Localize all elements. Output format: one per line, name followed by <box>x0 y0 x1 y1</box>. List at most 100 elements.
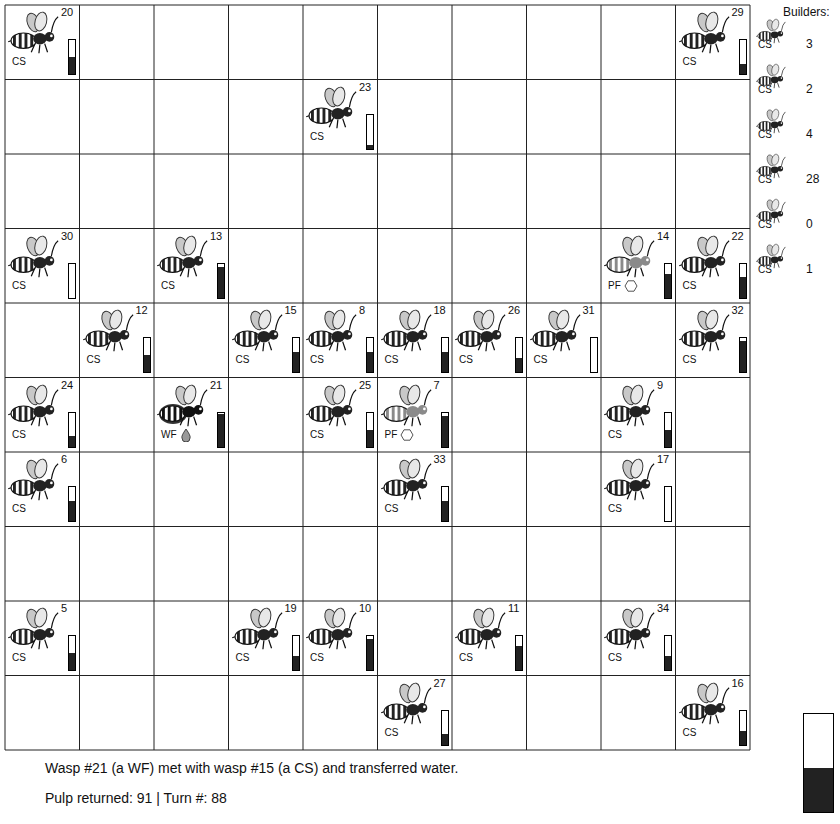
wasp-cell: 5CS <box>6 602 79 675</box>
wasp-icon <box>604 606 662 654</box>
wasp-number: 12 <box>136 305 148 316</box>
status-line: Pulp returned: 91 | Turn #: 88 <box>45 791 227 805</box>
wasp-icon <box>232 606 290 654</box>
wasp-cell: 18CS <box>379 304 452 377</box>
load-gauge <box>68 635 76 671</box>
wasp-number: 25 <box>359 380 371 391</box>
event-message: Wasp #21 (a WF) met with wasp #15 (a CS)… <box>45 761 458 775</box>
wasp-number: 32 <box>732 305 744 316</box>
gauge-fill <box>516 358 522 372</box>
builder-count: 2 <box>806 83 813 95</box>
wasp-icon <box>679 308 737 356</box>
wasp-cell: 31CS <box>528 304 601 377</box>
wasp-role: PF <box>608 281 621 291</box>
wasp-number: 6 <box>61 454 67 465</box>
load-gauge <box>739 263 747 299</box>
gauge-fill <box>442 352 448 372</box>
load-gauge <box>217 412 225 448</box>
load-gauge <box>441 412 449 448</box>
wasp-role: PF <box>385 430 398 440</box>
wasp-role: CS <box>608 430 622 440</box>
builder-count: 28 <box>806 173 819 185</box>
gauge-fill <box>367 352 373 372</box>
wasp-number: 22 <box>732 231 744 242</box>
wasp-icon <box>604 383 662 431</box>
wasp-role: CS <box>161 281 175 291</box>
wasp-icon <box>604 457 662 505</box>
pulp-hexagon <box>400 428 414 442</box>
load-gauge <box>590 337 598 373</box>
wasp-role: CS <box>12 281 26 291</box>
builder-count: 1 <box>806 263 813 275</box>
wasp-number: 5 <box>61 603 67 614</box>
load-gauge <box>739 710 747 746</box>
grid-line <box>5 675 750 676</box>
water-drop <box>180 428 192 442</box>
gauge-fill <box>665 274 671 298</box>
gauge-fill <box>69 501 75 521</box>
load-gauge <box>366 337 374 373</box>
wasp-cell: 27CS <box>379 677 452 750</box>
wasp-number: 13 <box>210 231 222 242</box>
wasp-cell: 32CS <box>677 304 750 377</box>
wasp-cell: 14PF <box>602 230 675 303</box>
wasp-icon <box>306 308 364 356</box>
wasp-role: CS <box>12 653 26 663</box>
wasp-icon <box>157 383 215 431</box>
load-gauge <box>441 486 449 522</box>
wasp-cell: 23CS <box>304 81 377 154</box>
wasp-number: 7 <box>434 380 440 391</box>
load-gauge <box>664 635 672 671</box>
wasp-number: 14 <box>657 231 669 242</box>
builder-role: CS <box>758 85 772 95</box>
wasp-role: CS <box>534 355 548 365</box>
wasp-role: CS <box>683 57 697 67</box>
load-gauge <box>515 337 523 373</box>
gauge-fill <box>367 639 373 670</box>
wasp-cell: 16CS <box>677 677 750 750</box>
gauge-fill <box>442 501 448 521</box>
wasp-cell: 6CS <box>6 453 79 526</box>
wasp-icon <box>8 383 66 431</box>
wasp-number: 16 <box>732 678 744 689</box>
builder-role: CS <box>758 175 772 185</box>
wasp-cell: 30CS <box>6 230 79 303</box>
wasp-cell: 21WF <box>155 379 228 452</box>
wasp-number: 18 <box>434 305 446 316</box>
wasp-cell: 19CS <box>230 602 303 675</box>
wasp-role: CS <box>385 728 399 738</box>
wasp-number: 20 <box>61 7 73 18</box>
load-gauge <box>292 635 300 671</box>
wasp-number: 19 <box>285 603 297 614</box>
gauge-fill <box>804 768 833 812</box>
wasp-number: 26 <box>508 305 520 316</box>
wasp-cell: 34CS <box>602 602 675 675</box>
grid-line <box>750 5 751 750</box>
wasp-cell: 13CS <box>155 230 228 303</box>
load-gauge <box>664 412 672 448</box>
wasp-cell: 10CS <box>304 602 377 675</box>
load-gauge <box>366 412 374 448</box>
panel-heading: Builders: <box>783 6 830 18</box>
load-gauge <box>68 39 76 75</box>
gauge-fill <box>665 430 671 447</box>
builder-count: 3 <box>806 38 813 50</box>
wasp-icon <box>306 606 364 654</box>
grid-line <box>5 601 750 602</box>
wasp-role: WF <box>161 430 177 440</box>
builder-role: CS <box>758 130 772 140</box>
gauge-fill <box>367 430 373 447</box>
wasp-cell: 26CS <box>453 304 526 377</box>
wasp-cell: 17CS <box>602 453 675 526</box>
wasp-number: 30 <box>61 231 73 242</box>
gauge-fill <box>740 731 746 745</box>
wasp-role: CS <box>310 653 324 663</box>
wasp-icon <box>8 10 66 58</box>
wasp-number: 17 <box>657 454 669 465</box>
wasp-role: CS <box>310 430 324 440</box>
load-gauge <box>217 263 225 299</box>
wasp-role: CS <box>385 504 399 514</box>
load-gauge <box>441 710 449 746</box>
gauge-fill <box>665 656 671 670</box>
wasp-cell: 12CS <box>81 304 154 377</box>
